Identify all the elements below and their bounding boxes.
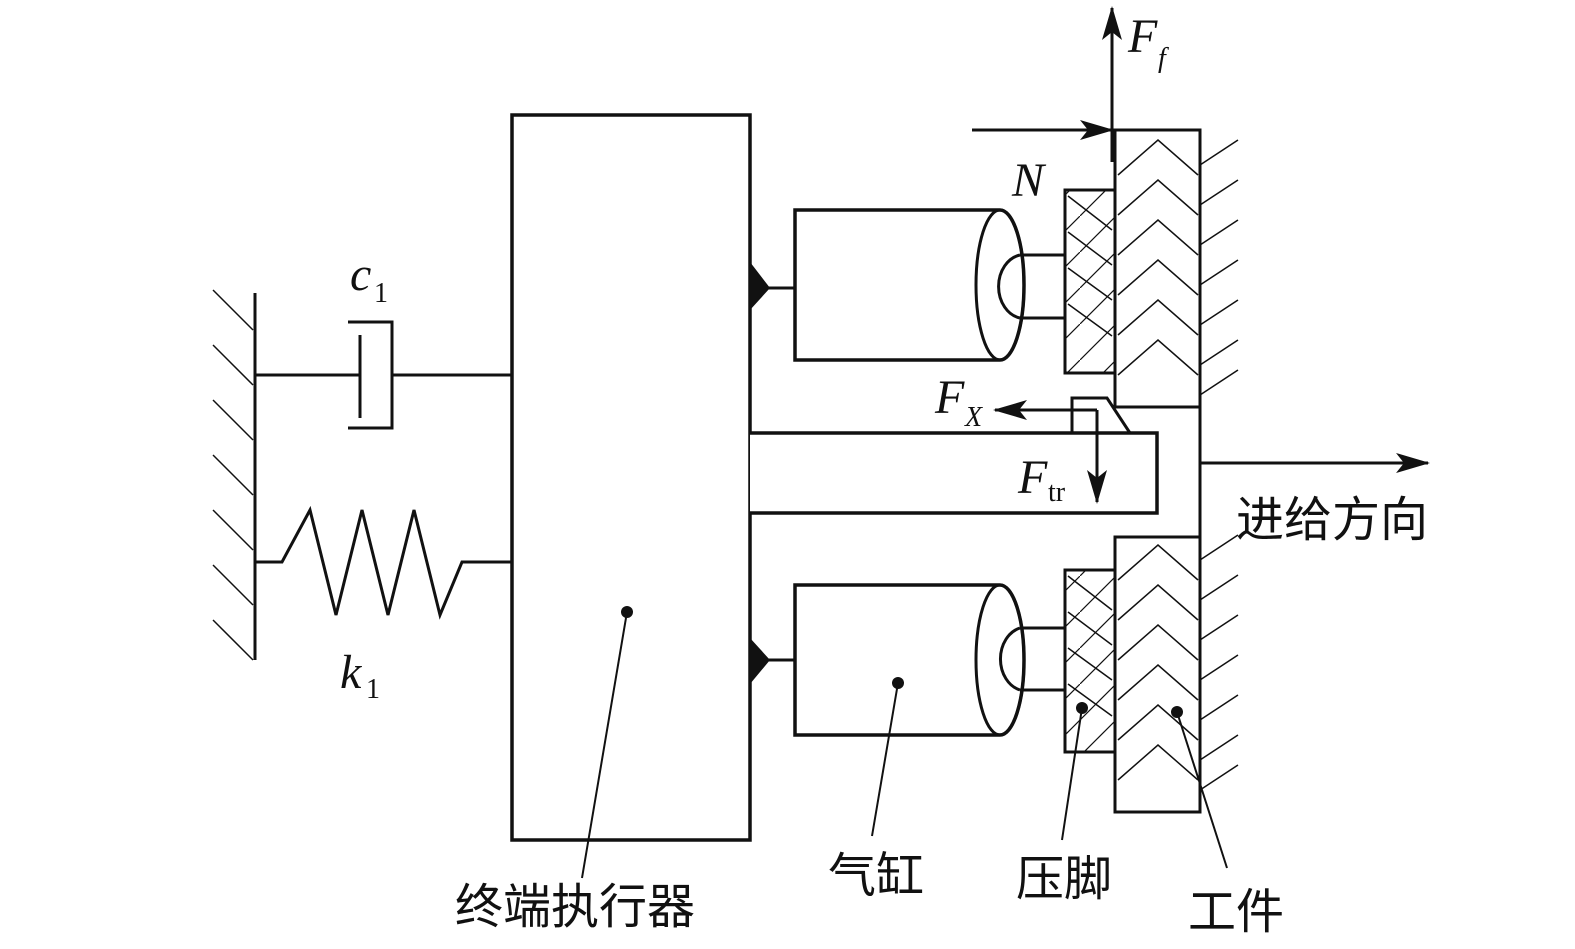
workpiece-lower: [1113, 535, 1202, 814]
presser-foot-leader: [1061, 707, 1083, 841]
ftr-symbol: F: [1017, 451, 1048, 504]
cylinder-label: 气缸: [828, 848, 924, 904]
fixed-wall-left: [212, 289, 257, 661]
lower-presser-foot: [1063, 568, 1117, 754]
end-effector-block: [510, 113, 752, 842]
lower-cylinder: [750, 583, 1067, 737]
spring-k1: [255, 505, 512, 620]
upper-cylinder: [750, 208, 1067, 362]
end-effector-label: 终端执行器: [455, 879, 695, 935]
cylinder-leader: [871, 682, 899, 837]
drill-tool: [750, 396, 1159, 515]
feed-direction-label: 进给方向: [1236, 492, 1428, 548]
fx-subscript: X: [964, 402, 983, 433]
spring-symbol: k: [340, 646, 363, 699]
workpiece-leader: [1176, 711, 1228, 869]
damper-subscript: 1: [374, 278, 388, 309]
damper-symbol: c: [350, 248, 371, 301]
ff-subscript: f: [1158, 43, 1169, 74]
workpiece-hole: [1115, 405, 1202, 539]
end-effector-leader: [581, 611, 628, 879]
n-symbol: N: [1011, 154, 1047, 207]
ftr-subscript: tr: [1048, 477, 1066, 508]
spring-subscript: 1: [366, 674, 380, 705]
presser-foot-label: 压脚: [1016, 851, 1112, 907]
workpiece-label: 工件: [1188, 884, 1284, 940]
upper-presser-foot: [1063, 188, 1117, 375]
ff-symbol: F: [1127, 10, 1158, 63]
fx-symbol: F: [934, 371, 965, 424]
fixed-wall-right: [1199, 139, 1239, 791]
damper-c1: [255, 320, 512, 430]
workpiece-upper: [1113, 128, 1202, 409]
